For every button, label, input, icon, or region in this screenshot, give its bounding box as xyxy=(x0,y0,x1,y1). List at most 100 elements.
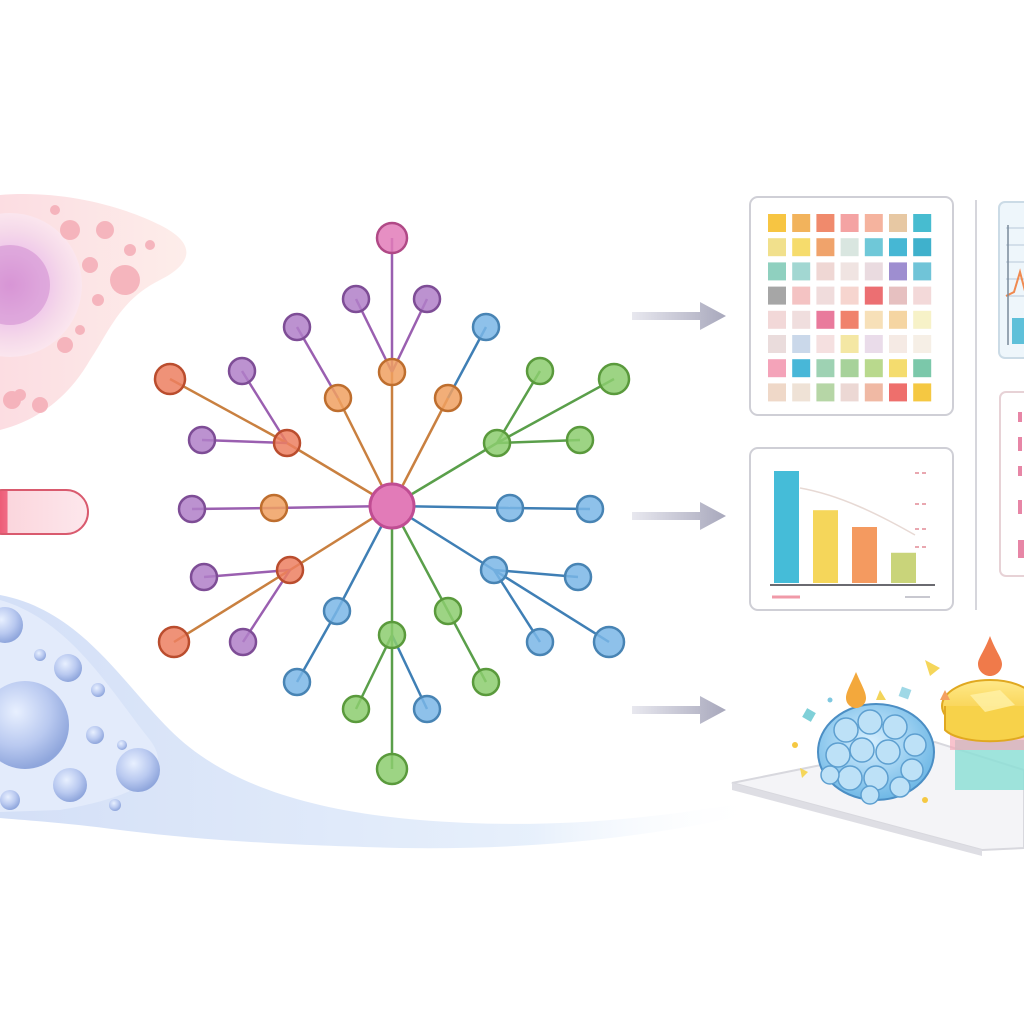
heatmap-cell xyxy=(840,238,859,257)
heatmap-cell xyxy=(889,262,907,281)
network-edge xyxy=(169,377,288,445)
network-node xyxy=(433,596,463,626)
heatmap-card xyxy=(749,196,954,416)
network-node xyxy=(482,428,512,458)
bar xyxy=(813,510,838,583)
barchart-card xyxy=(749,447,954,611)
network-node xyxy=(282,312,312,342)
network-graph xyxy=(153,221,631,786)
bar xyxy=(852,527,877,583)
3d-models-platform xyxy=(731,636,1024,856)
heatmap-cell xyxy=(864,286,883,305)
bar xyxy=(774,471,799,583)
network-edge xyxy=(496,377,615,445)
heatmap-cell xyxy=(792,310,811,329)
network-edge xyxy=(493,568,610,644)
heatmap-cell xyxy=(889,310,907,329)
network-node xyxy=(157,625,191,659)
heatmap-cell xyxy=(816,359,835,378)
heatmap-cell xyxy=(864,359,883,378)
network-node xyxy=(575,494,605,524)
heatmap-cell xyxy=(840,286,859,305)
network-edge xyxy=(203,568,291,579)
summary-card-cropped xyxy=(999,391,1024,577)
network-node xyxy=(341,694,371,724)
network-node xyxy=(272,428,302,458)
network-node xyxy=(341,284,371,314)
network-node xyxy=(323,383,353,413)
heatmap-cell xyxy=(816,383,835,402)
heatmap-cell xyxy=(840,359,859,378)
heatmap-cell xyxy=(913,383,932,402)
network-node xyxy=(592,625,626,659)
heatmap-cell xyxy=(913,238,932,257)
network-node xyxy=(525,627,555,657)
heatmap-cell xyxy=(889,286,907,305)
heatmap-cell xyxy=(816,310,835,329)
heatmap-cell xyxy=(889,238,907,257)
network-node xyxy=(375,752,409,786)
capsule-icon xyxy=(0,489,89,535)
heatmap-cell xyxy=(792,286,811,305)
network-node xyxy=(377,357,407,387)
heatmap-cell xyxy=(889,359,907,378)
sparkles xyxy=(792,660,950,803)
heatmap-cell xyxy=(840,383,859,402)
heatmap-cell xyxy=(864,214,883,232)
heatmap-cell xyxy=(768,335,786,353)
fluid-illustration xyxy=(0,595,760,849)
network-node xyxy=(412,694,442,724)
heatmap-cell xyxy=(913,262,932,281)
network-hub-node xyxy=(368,482,416,530)
network-node xyxy=(412,284,442,314)
heatmap-cell xyxy=(889,383,907,402)
heatmap-cell xyxy=(792,214,811,232)
heatmap-cell xyxy=(792,383,811,402)
heatmap-cell xyxy=(864,335,883,353)
heatmap-cell xyxy=(840,310,859,329)
heatmap-cell xyxy=(768,359,786,378)
network-edge xyxy=(241,569,292,643)
heatmap-cell xyxy=(913,310,932,329)
network-node xyxy=(563,562,593,592)
network-node xyxy=(377,620,407,650)
network-edge xyxy=(173,568,291,644)
network-node xyxy=(375,221,409,255)
heatmap-cell xyxy=(913,335,932,353)
network-node xyxy=(471,312,501,342)
heatmap-cell xyxy=(816,335,835,353)
heatmap-cell xyxy=(840,214,859,232)
network-node xyxy=(227,356,257,386)
heatmap-cell xyxy=(889,214,907,232)
heatmap-cell xyxy=(840,262,859,281)
brain-organoid-icon xyxy=(817,703,935,805)
heatmap-cell xyxy=(913,214,932,232)
network-node xyxy=(187,425,217,455)
arrow-to-heatmap xyxy=(632,302,726,330)
heatmap-cell xyxy=(889,335,907,353)
network-node xyxy=(433,383,463,413)
network-node xyxy=(471,667,501,697)
heatmap-cell xyxy=(768,310,786,329)
network-node xyxy=(259,493,289,523)
heatmap-cell xyxy=(816,214,835,232)
network-node xyxy=(322,596,352,626)
network-node xyxy=(177,494,207,524)
heatmap-cell xyxy=(864,310,883,329)
heatmap-cell xyxy=(792,262,811,281)
heatmap-cell xyxy=(792,335,811,353)
heatmap-cell xyxy=(816,262,835,281)
heatmap-cell xyxy=(768,262,786,281)
network-node xyxy=(189,562,219,592)
network-node xyxy=(597,362,631,396)
heatmap-grid xyxy=(768,214,932,402)
heatmap-cell xyxy=(864,262,883,281)
heatmap-cell xyxy=(864,238,883,257)
heatmap-cell xyxy=(840,335,859,353)
heatmap-cell xyxy=(913,359,932,378)
droplet-icon xyxy=(846,636,1002,708)
arrow-to-models xyxy=(632,696,726,724)
heatmap-cell xyxy=(913,286,932,305)
network-node xyxy=(228,627,258,657)
